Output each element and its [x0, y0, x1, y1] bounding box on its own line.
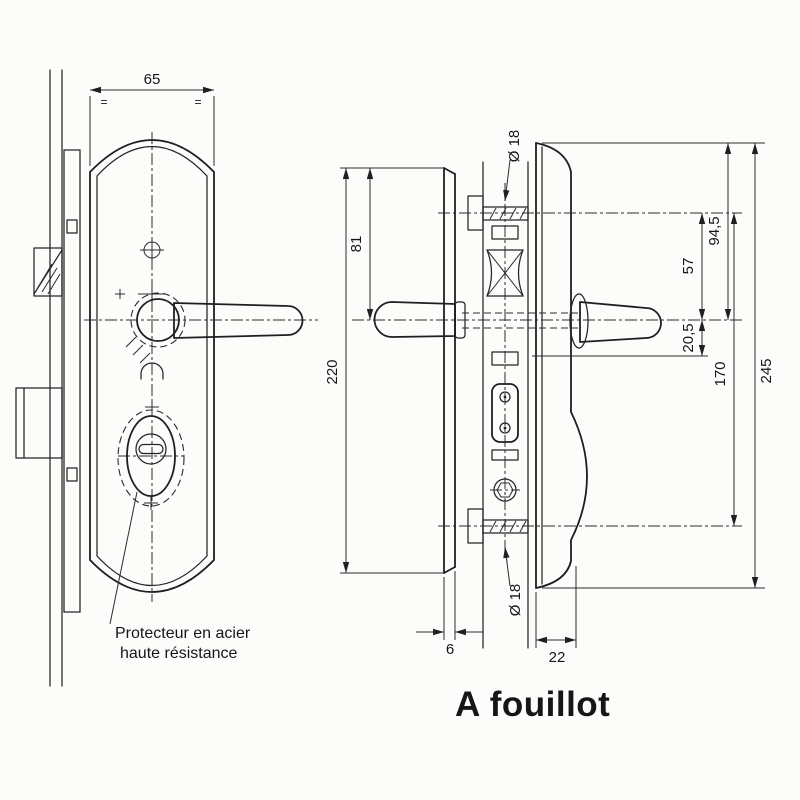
leader-line	[109, 491, 138, 625]
deadbolt	[15, 387, 63, 459]
dimension-94-5: 94,5	[706, 143, 732, 320]
dimension-dia-top: Ø 18	[503, 130, 523, 202]
center-marks	[144, 400, 159, 510]
exterior-plate	[535, 142, 588, 589]
dim-170-label: 170	[712, 361, 729, 386]
dimension-170: 170	[712, 213, 738, 526]
cylinder-body	[491, 383, 519, 443]
dimension-22: 22	[535, 566, 577, 666]
dim-20-5-label: 20,5	[680, 323, 697, 352]
spindle-hidden-lines	[462, 312, 578, 329]
dimension-dia-bottom: Ø 18	[503, 546, 524, 617]
exterior-rosette	[569, 293, 589, 349]
door-edge	[49, 69, 63, 687]
symmetry-mark-right: =	[194, 95, 201, 109]
dim-dia-top-label: Ø 18	[506, 130, 523, 163]
dim-22-label: 22	[549, 649, 566, 666]
extension-lines	[340, 142, 765, 589]
front-handle	[125, 292, 304, 364]
dim-245-label: 245	[758, 358, 775, 383]
dimension-57: 57	[680, 213, 706, 320]
dim-57-label: 57	[680, 258, 697, 275]
fixing-hole-marker	[140, 238, 164, 262]
interior-plate	[443, 167, 456, 574]
dimension-6: 6	[416, 571, 483, 658]
exterior-handle	[569, 293, 662, 349]
lock-forend	[63, 149, 81, 613]
door-leaf	[482, 161, 529, 649]
drawing-title: A fouillot	[455, 685, 610, 724]
side-view: 81 220 57 20,5 94,5 170 245 Ø 18	[324, 130, 775, 666]
detail-mark	[140, 362, 164, 380]
annotation-line-1: Protecteur en acier	[115, 625, 251, 642]
cylinder-protector	[117, 409, 185, 507]
dimension-81: 81	[348, 168, 374, 320]
dimension-width-65: 65 = =	[89, 71, 215, 166]
dimension-245: 245	[751, 143, 775, 588]
dim-6-label: 6	[446, 641, 454, 658]
keyway	[138, 443, 164, 455]
dimension-20-5: 20,5	[680, 320, 706, 356]
front-view: 65 = = Protecteur en acier haute résista…	[15, 69, 318, 687]
symmetry-mark-left: =	[100, 95, 107, 109]
front-centerlines	[84, 132, 318, 602]
annotation-line-2: haute résistance	[120, 645, 238, 662]
axes	[352, 183, 742, 557]
dim-dia-bottom-label: Ø 18	[507, 584, 524, 617]
dim-94-5-label: 94,5	[706, 216, 723, 245]
latch-bolt	[33, 247, 63, 297]
dim-width-label: 65	[144, 71, 161, 88]
dim-81-label: 81	[348, 236, 365, 253]
dim-220-label: 220	[324, 359, 341, 384]
spindle-position-marker	[115, 280, 166, 308]
protector-annotation: Protecteur en acier haute résistance	[109, 491, 251, 662]
dimension-220: 220	[324, 168, 350, 573]
front-plate	[89, 139, 215, 593]
